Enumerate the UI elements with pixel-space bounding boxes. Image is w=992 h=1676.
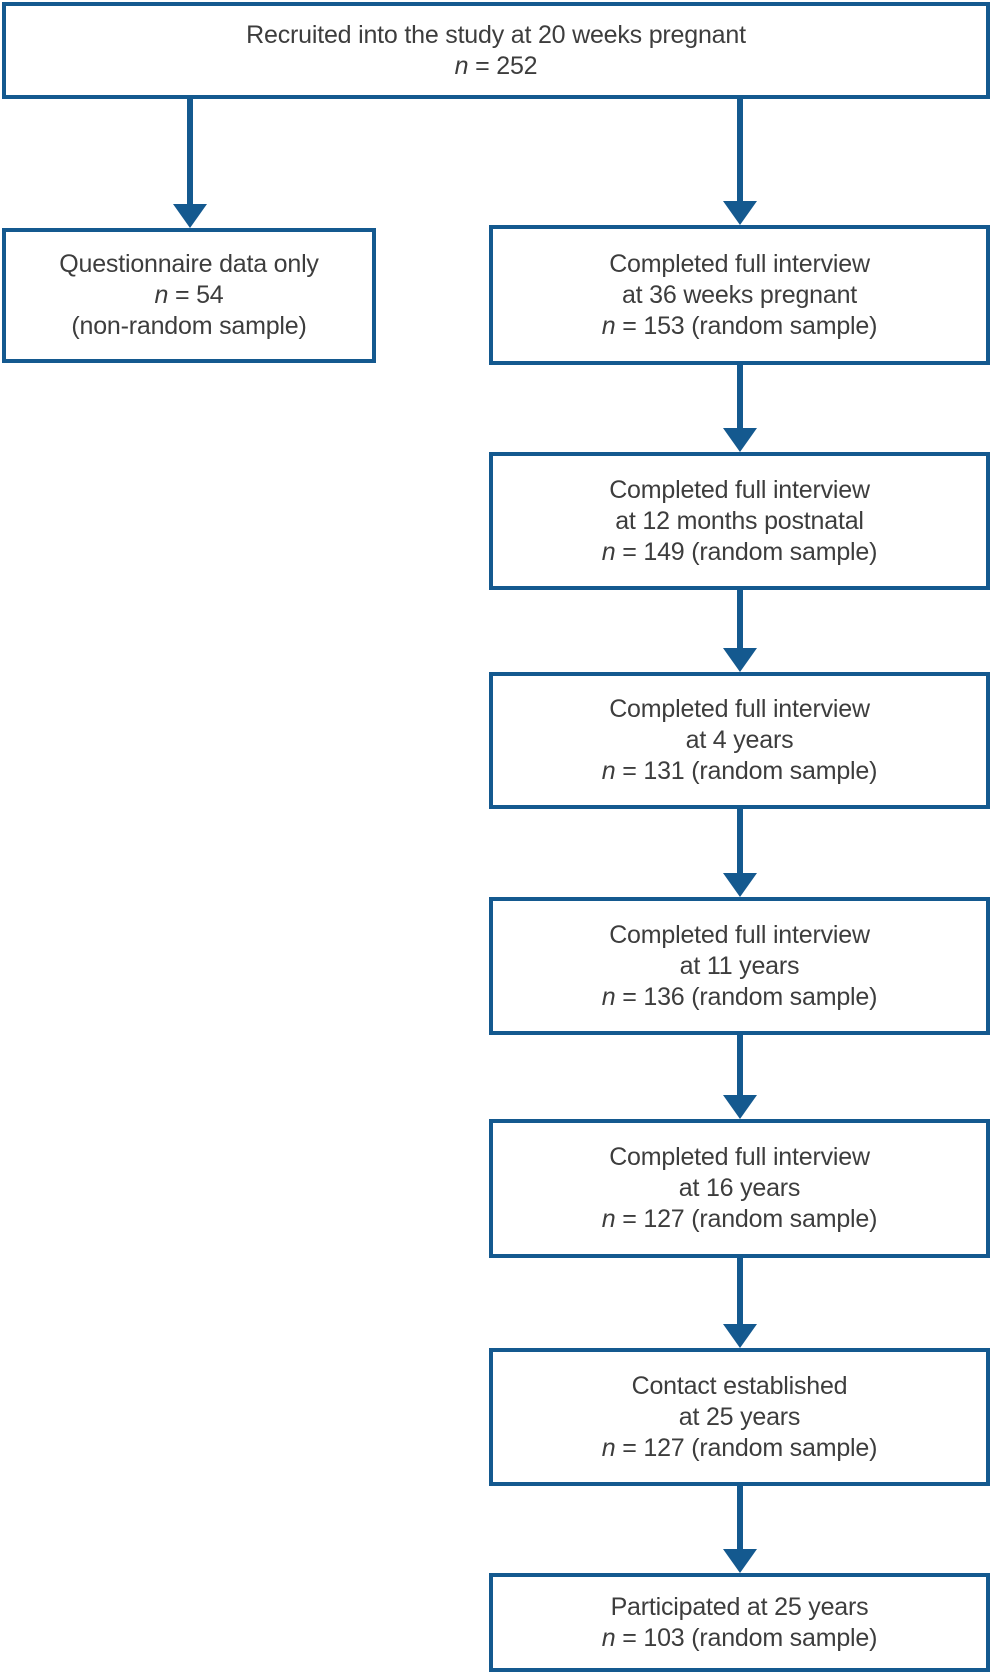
flow-box-interview-16-years: Completed full interview at 16 years n =… (489, 1119, 990, 1258)
n-symbol: n (601, 982, 616, 1011)
box-text-line: Recruited into the study at 20 weeks pre… (246, 20, 746, 49)
box-n-line: n = 127 (random sample) (601, 1433, 878, 1464)
arrow-down-icon (723, 428, 757, 452)
box-text-line: at 36 weeks pregnant (621, 280, 858, 309)
box-text-line: at 12 months postnatal (615, 506, 864, 535)
box-n-line: n = 103 (random sample) (601, 1623, 878, 1654)
n-value: = 252 (468, 51, 538, 80)
box-text-line: Contact established (631, 1371, 848, 1400)
connector-line-contact-25 (737, 1257, 743, 1326)
n-symbol: n (601, 1623, 616, 1652)
box-text-line: at 16 years (678, 1174, 801, 1202)
n-value: = 131 (random sample) (615, 757, 878, 785)
box-n-line: n = 131 (random sample) (601, 756, 878, 787)
box-n-line: n = 127 (random sample) (601, 1204, 878, 1235)
box-text-line: Completed full interview (609, 475, 870, 504)
connector-line-questionnaire (187, 99, 193, 206)
box-n-line: n = 136 (random sample) (601, 982, 878, 1013)
box-n-line: n = 149 (random sample) (601, 537, 878, 568)
arrow-down-icon (723, 648, 757, 672)
n-value: = 103 (random sample) (615, 1623, 878, 1652)
flow-box-interview-12-months: Completed full interview at 12 months po… (489, 452, 990, 590)
flow-box-contact-25-years: Contact established at 25 years n = 127 … (489, 1348, 990, 1486)
box-n-line: n = 153 (random sample) (601, 311, 878, 342)
connector-line-participated-25 (737, 1485, 743, 1551)
n-symbol: n (601, 757, 616, 785)
connector-line-4-years (737, 589, 743, 650)
flow-box-interview-4-years: Completed full interview at 4 years n = … (489, 672, 990, 809)
n-value: = 127 (random sample) (615, 1433, 878, 1462)
arrow-down-icon (723, 201, 757, 225)
arrow-down-icon (723, 1549, 757, 1573)
box-n-line: n = 54 (154, 280, 223, 311)
flow-box-questionnaire-only: Questionnaire data only n = 54 (non-rand… (2, 228, 376, 363)
connector-line-12-months (737, 364, 743, 431)
connector-line-16-years (737, 1034, 743, 1097)
connector-line-36-weeks (737, 99, 743, 203)
flow-box-participated-25-years: Participated at 25 years n = 103 (random… (489, 1573, 990, 1672)
n-symbol: n (601, 1433, 616, 1462)
box-text-line: Participated at 25 years (610, 1592, 869, 1621)
n-symbol: n (154, 281, 169, 309)
box-text-line: Completed full interview (609, 920, 870, 949)
box-text-line: Questionnaire data only (59, 250, 319, 278)
n-symbol: n (454, 51, 469, 80)
n-symbol: n (601, 1205, 616, 1233)
box-text-line: Completed full interview (609, 249, 870, 278)
box-n-line: n = 252 (455, 51, 538, 82)
arrow-down-icon (723, 1324, 757, 1348)
box-text-line: at 25 years (678, 1402, 801, 1431)
n-symbol: n (601, 311, 616, 340)
box-text-line: Completed full interview (609, 695, 870, 723)
flow-box-recruited: Recruited into the study at 20 weeks pre… (2, 2, 990, 99)
arrow-down-icon (173, 204, 207, 228)
box-text-line: at 11 years (679, 951, 800, 980)
connector-line-11-years (737, 808, 743, 875)
box-text-line: (non-random sample) (71, 312, 307, 340)
n-value: = 149 (random sample) (615, 537, 878, 566)
n-symbol: n (601, 537, 616, 566)
flow-box-interview-11-years: Completed full interview at 11 years n =… (489, 897, 990, 1035)
n-value: = 127 (random sample) (615, 1205, 878, 1233)
arrow-down-icon (723, 1095, 757, 1119)
flow-box-interview-36-weeks: Completed full interview at 36 weeks pre… (489, 225, 990, 365)
box-text-line: Completed full interview (609, 1143, 870, 1171)
n-value: = 54 (168, 281, 224, 309)
n-value: = 136 (random sample) (615, 982, 878, 1011)
n-value: = 153 (random sample) (615, 311, 878, 340)
box-text-line: at 4 years (685, 726, 794, 754)
arrow-down-icon (723, 873, 757, 897)
